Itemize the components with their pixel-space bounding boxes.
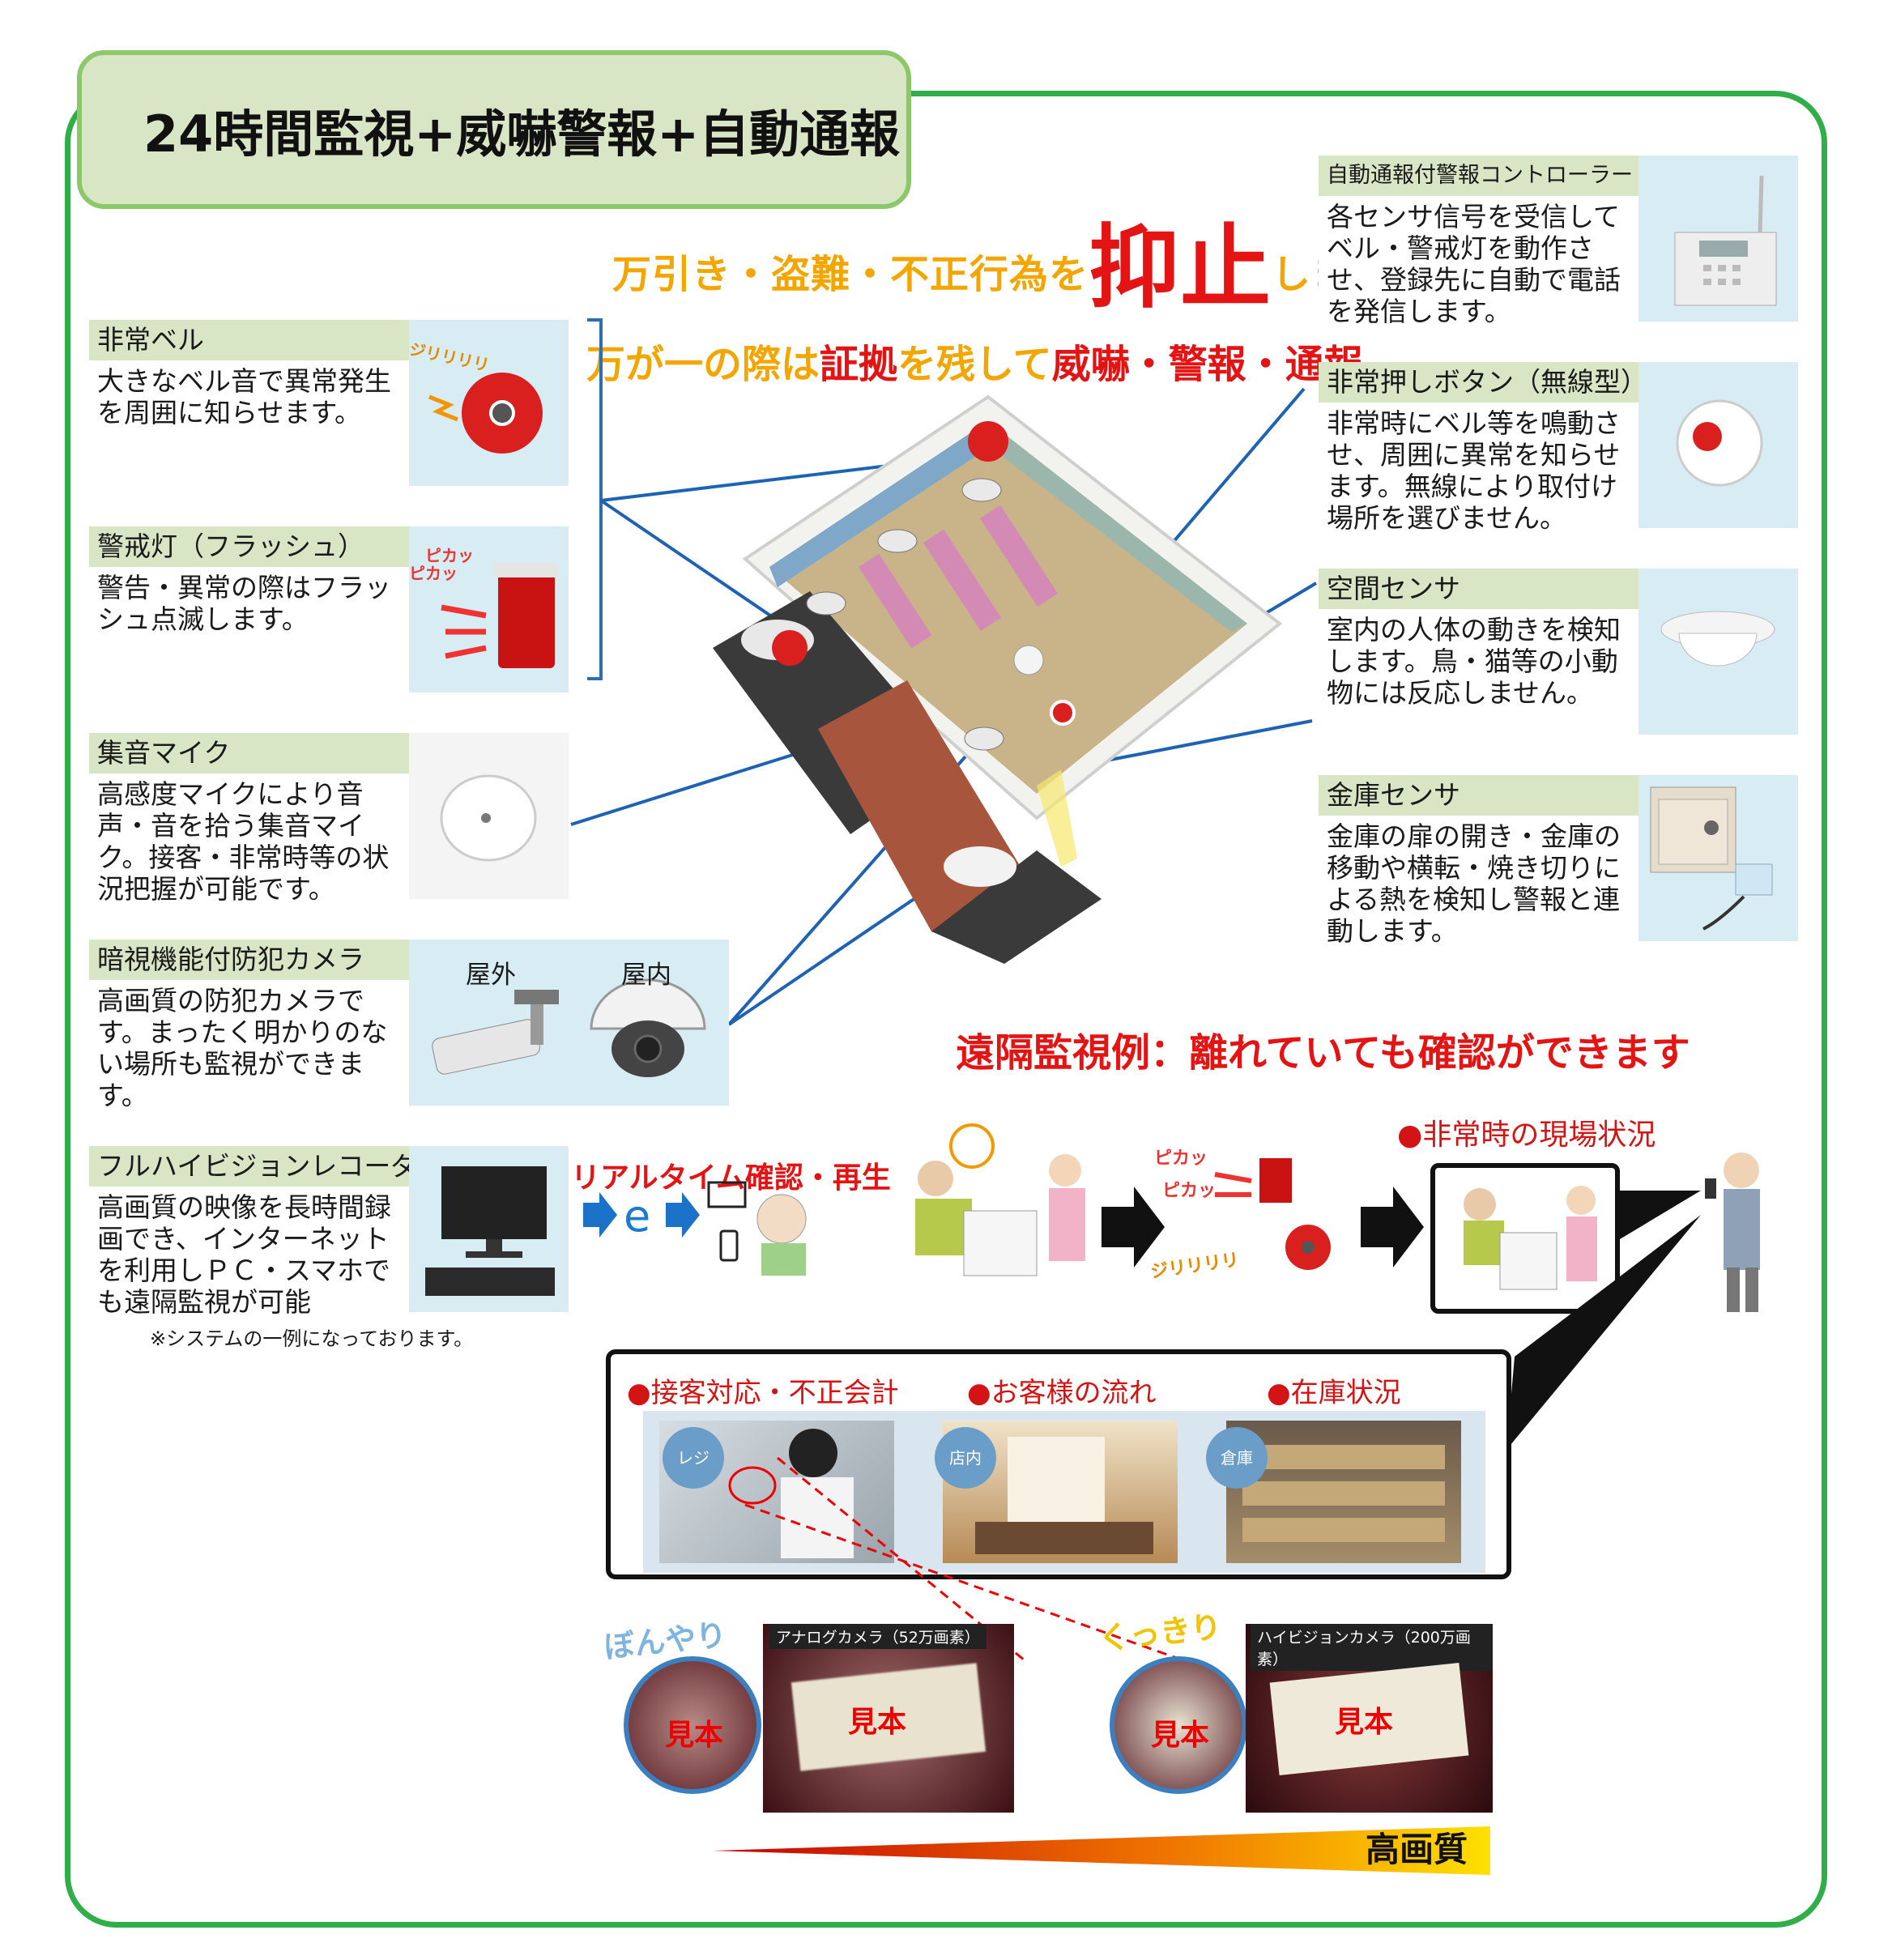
store-illustration	[713, 394, 1283, 964]
scene-thumbnail	[1464, 1186, 1597, 1290]
device-name: 警戒灯（フラッシュ）	[89, 526, 409, 567]
hd-zoom-circle: 見本	[1110, 1656, 1247, 1794]
controller-image	[1638, 156, 1798, 322]
monitoring-views-panel: ●接客対応・不正会計 ●お客様の流れ ●在庫状況 レジ 店内 倉庫	[606, 1349, 1511, 1579]
views-strip: レジ 店内 倉庫	[643, 1411, 1485, 1573]
motion-sensor-icon	[1660, 611, 1775, 667]
device-desc: 高画質の映像を長時間録画でき、インターネットを利用しＰＣ・スマホでも遠隔監視が可…	[97, 1191, 391, 1318]
mic-image	[409, 733, 569, 899]
stock-scene	[1242, 1445, 1445, 1542]
device-name: 空間センサ	[1319, 569, 1638, 609]
arrow-icon	[666, 1192, 700, 1238]
monitor-recorder-icon	[425, 1166, 555, 1296]
device-desc: 室内の人体の動きを検知します。鳥・猫等の小動物には反応しません。	[1327, 614, 1621, 709]
device-name: 金庫センサ	[1319, 775, 1638, 816]
analog-camera-image: アナログカメラ（52万画素） 見本	[763, 1624, 1014, 1813]
warning-light-image: ピカッ ピカッ	[409, 526, 569, 692]
monitor-beam	[1506, 1153, 1760, 1450]
browser-icon: e	[624, 1191, 650, 1242]
controller-icon	[1674, 175, 1777, 306]
device-recorder: フルハイビジョンレコーダー 高画質の映像を長時間録画でき、インターネットを利用し…	[89, 1146, 569, 1318]
arrow-icon	[1102, 1187, 1165, 1268]
device-warning-light: 警戒灯（フラッシュ） 警告・異常の際はフラッシュ点滅します。 ピカッ ピカッ	[89, 526, 569, 692]
device-sound-mic: 集音マイク 高感度マイクにより音声・音を拾う集音マイク。接客・非常時等の状況把握…	[89, 733, 569, 905]
incident-scene-illustration	[915, 1123, 1085, 1276]
device-desc: 非常時にベル等を鳴動させ、周囲に異常を知らせます。無線により取付け場所を選びませ…	[1327, 407, 1621, 534]
operator-icon	[756, 1194, 807, 1244]
register-view: レジ	[659, 1421, 894, 1563]
flash-light-icon	[441, 563, 559, 668]
high-quality-label: 高画質	[1366, 1830, 1468, 1869]
panic-button-icon	[1676, 399, 1763, 487]
page-title: 24時間監視+威嚇警報+自動通報	[77, 50, 911, 209]
store-view: 店内	[935, 1421, 1178, 1563]
device-space-sensor: 空間センサ 室内の人体の動きを検知します。鳥・猫等の小動物には反応しません。	[1319, 569, 1798, 735]
bell-icon	[428, 373, 543, 454]
bell-image: ジリリリリ	[407, 320, 569, 486]
device-emergency-bell: 非常ベル 大きなベル音で異常発生を周囲に知らせます。 ジリリリリ	[89, 320, 569, 486]
stock-view: 倉庫	[1206, 1421, 1461, 1563]
remote-monitoring-title: 遠隔監視例：離れていても確認ができます	[956, 1030, 1690, 1076]
device-desc: 警告・異常の際はフラッシュ点滅します。	[97, 572, 391, 635]
safe-sensor-image	[1638, 775, 1798, 941]
device-alarm-controller: 自動通報付警報コントローラー 各センサ信号を受信してベル・警戒灯を動作させ、登録…	[1319, 156, 1798, 327]
headline-deter: 万引き・盗難・不正行為を抑止します!	[612, 215, 1408, 321]
remote-access-flow: e	[583, 1181, 807, 1276]
realtime-label: リアルタイム確認・再生	[571, 1161, 891, 1195]
view-label-stock: ●在庫状況	[1267, 1377, 1401, 1409]
analog-zoom-circle: 見本	[624, 1656, 761, 1794]
device-name: 非常ベル	[89, 320, 409, 360]
device-desc: 大きなベル音で異常発生を周囲に知らせます。	[97, 365, 391, 428]
quality-gradient-bar	[713, 1826, 1490, 1875]
device-desc: 高感度マイクにより音声・音を拾う集音マイク。接客・非常時等の状況把握が可能です。	[97, 778, 390, 905]
space-sensor-image	[1638, 569, 1798, 735]
scene-label: ●非常時の現場状況	[1397, 1118, 1656, 1152]
recorder-image	[409, 1146, 569, 1312]
view-label-register: ●接客対応・不正会計	[627, 1377, 899, 1409]
panic-button-image	[1638, 362, 1798, 528]
device-desc: 各センサ信号を受信してベル・警戒灯を動作させ、登録先に自動で電話を発信します。	[1327, 201, 1621, 327]
device-safe-sensor: 金庫センサ 金庫の扉の開き・金庫の移動や横転・焼き切りによる熱を検知し警報と連動…	[1319, 775, 1798, 947]
device-desc: 高画質の防犯カメラです。まったく明かりのない場所も監視ができます。	[97, 985, 388, 1111]
microphone-icon	[440, 774, 537, 862]
camera-image: 屋外 屋内	[409, 940, 729, 1106]
device-panic-button: 非常押しボタン（無線型） 非常時にベル等を鳴動させ、周囲に異常を知らせます。無線…	[1319, 362, 1798, 534]
view-label-store: ●お客様の流れ	[967, 1377, 1157, 1409]
arrow-icon	[1361, 1187, 1424, 1268]
device-name: 非常押しボタン（無線型）	[1319, 362, 1647, 403]
alarm-active-icon	[1214, 1158, 1331, 1270]
device-name: フルハイビジョンレコーダー	[89, 1146, 444, 1187]
arrow-icon	[583, 1192, 617, 1238]
operator-body	[761, 1243, 806, 1276]
safe-icon	[1650, 786, 1773, 931]
smartphone-icon	[719, 1229, 739, 1262]
device-desc: 金庫の扉の開き・金庫の移動や横転・焼き切りによる熱を検知し警報と連動します。	[1327, 820, 1621, 947]
device-name: 集音マイク	[89, 733, 409, 773]
device-name: 暗視機能付防犯カメラ	[89, 940, 409, 980]
device-night-camera: 暗視機能付防犯カメラ 高画質の防犯カメラです。まったく明かりのない場所も監視がで…	[89, 940, 729, 1111]
system-note: ※システムの一例になっております。	[150, 1327, 474, 1350]
scene-monitor	[1430, 1163, 1620, 1314]
device-name: 自動通報付警報コントローラー	[1319, 156, 1638, 196]
cctv-camera-icon	[432, 978, 706, 1077]
headline-evidence: 万が一の際は証拠を残して威嚇・警報・通報	[586, 342, 1363, 387]
laptop-icon	[707, 1181, 747, 1208]
hd-camera-image: ハイビジョンカメラ（200万画素） 見本	[1246, 1624, 1493, 1813]
